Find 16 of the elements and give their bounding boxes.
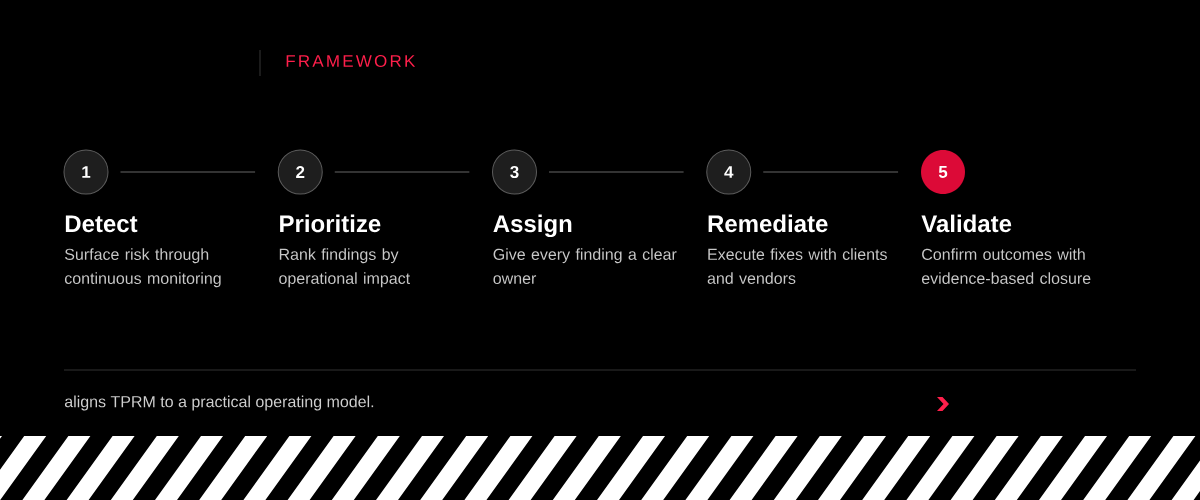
connector-line [548,171,685,173]
tagline: aligns TPRM to a practical operating model. [64,395,374,411]
step-description: Confirm outcomes with evidence-based closure [921,248,1091,284]
connector-line [334,171,471,173]
step-description: Give every finding a clear owner [493,248,677,284]
connector-line [119,171,256,173]
step-description: Rank findings by operational impact [279,248,410,288]
step-heading: Prioritize [280,214,381,233]
section-title: FRAMEWORK [286,55,416,67]
step-description: Execute fixes with clients and vendors [707,248,887,284]
step-heading: Remediate [708,214,828,233]
step-heading: Detect [65,215,138,233]
step-heading: Assign [493,214,572,238]
step-heading: Validate [921,214,1012,233]
step-description: Surface risk through continuous monitoring [64,248,221,288]
connector-line [762,171,899,173]
